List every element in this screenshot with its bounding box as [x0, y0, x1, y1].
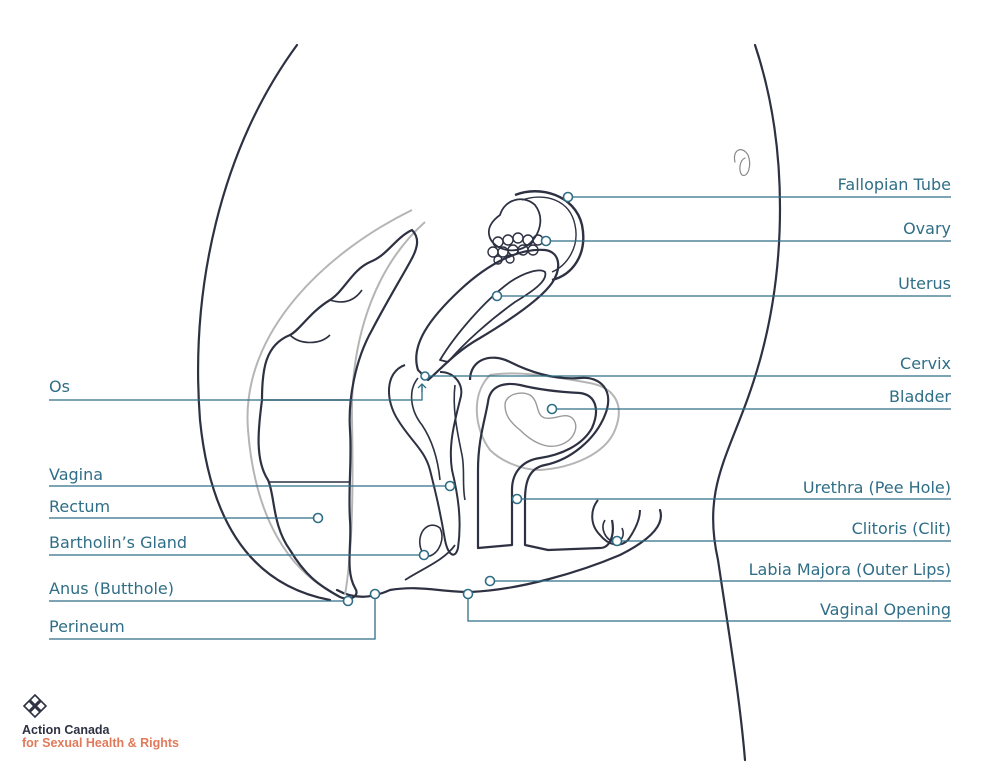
label-uterus: Uterus — [898, 275, 951, 293]
organization-name-line2: for Sexual Health & Rights — [22, 737, 179, 750]
dot-rectum — [314, 514, 323, 523]
dot-ovary — [542, 237, 551, 246]
uterus-shape — [416, 191, 583, 380]
label-bladder: Bladder — [889, 388, 951, 406]
bladder-shape — [470, 358, 613, 550]
vagina-shape — [389, 365, 465, 580]
dot-perineum — [371, 590, 380, 599]
label-rectum: Rectum — [49, 498, 110, 516]
dot-clitoris — [613, 537, 622, 546]
label-vagina: Vagina — [49, 466, 103, 484]
dot-vaginal-opening — [464, 590, 473, 599]
dot-labia-majora — [486, 577, 495, 586]
label-bartholins-gland: Bartholin’s Gland — [49, 534, 187, 552]
action-canada-logo-icon — [22, 693, 48, 719]
label-os: Os — [49, 378, 70, 396]
label-urethra: Urethra (Pee Hole) — [803, 479, 951, 497]
rectum-shape — [259, 230, 418, 599]
label-cervix: Cervix — [900, 355, 951, 373]
label-labia-majora: Labia Majora (Outer Lips) — [749, 561, 951, 579]
dot-fallopian-tube — [564, 193, 573, 202]
organization-name: Action Canada for Sexual Health & Rights — [22, 724, 179, 750]
label-clitoris: Clitoris (Clit) — [852, 520, 951, 538]
dot-uterus — [493, 292, 502, 301]
label-ovary: Ovary — [903, 220, 951, 238]
leader-dots — [314, 193, 622, 606]
body-outline — [198, 45, 780, 760]
os-arrow — [418, 384, 426, 392]
dot-vagina — [446, 482, 455, 491]
dot-urethra — [513, 495, 522, 504]
dot-anus — [344, 597, 353, 606]
dot-bartholins-gland — [420, 551, 429, 560]
label-vaginal-opening: Vaginal Opening — [820, 601, 951, 619]
label-fallopian-tube: Fallopian Tube — [838, 176, 951, 194]
dot-bladder — [548, 405, 557, 414]
label-perineum: Perineum — [49, 618, 125, 636]
dot-cervix — [421, 372, 429, 380]
label-anus: Anus (Butthole) — [49, 580, 174, 598]
pelvic-lining — [248, 210, 619, 595]
